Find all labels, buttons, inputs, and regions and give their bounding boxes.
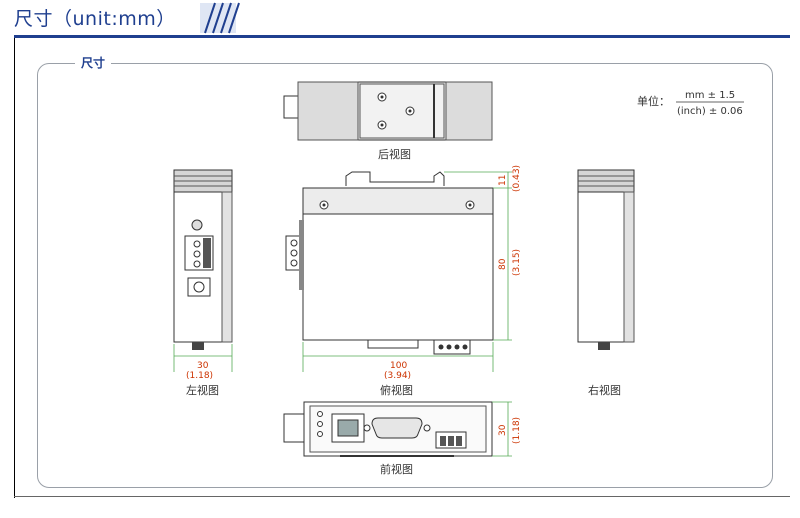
- top-view: 100 (3.94) 11 (0.43) 80 (3.15) 俯视图: [285, 165, 522, 397]
- left-view: 30 (1.18) 左视图: [173, 169, 233, 397]
- unit-legend: 单位： mm ± 1.5 (inch) ± 0.06: [637, 90, 744, 117]
- top-view-label: 俯视图: [380, 383, 413, 397]
- rail-height-in: (0.43): [512, 165, 522, 192]
- unit-label: 单位：: [637, 94, 670, 108]
- rail-height-mm: 11: [498, 175, 508, 186]
- top-height-in: (3.15): [512, 249, 522, 276]
- top-width-in: (3.94): [384, 371, 411, 381]
- page-bottom-border: [14, 496, 790, 497]
- panel-title: 尺寸: [75, 54, 112, 71]
- right-view-label: 右视图: [588, 383, 621, 397]
- rear-view: 后视图: [283, 81, 493, 161]
- front-view: 30 (1.18) 前视图: [283, 401, 522, 476]
- header-stripes: [200, 2, 240, 34]
- top-height-mm: 80: [498, 258, 508, 270]
- front-height-mm: 30: [498, 424, 508, 436]
- unit-mm: mm ± 1.5: [685, 90, 735, 101]
- left-view-label: 左视图: [186, 383, 219, 397]
- header-bar: [14, 35, 790, 38]
- top-width-mm: 100: [390, 361, 407, 371]
- front-height-in: (1.18): [512, 417, 522, 444]
- right-view: 右视图: [577, 169, 635, 397]
- page-left-border: [14, 38, 15, 498]
- page-header-title: 尺寸（unit:mm）: [14, 8, 176, 30]
- unit-inch: (inch) ± 0.06: [677, 106, 743, 117]
- dimension-panel: [37, 63, 773, 488]
- rear-view-label: 后视图: [378, 147, 411, 161]
- front-view-label: 前视图: [380, 462, 413, 476]
- left-width-in: (1.18): [186, 371, 213, 381]
- left-width-mm: 30: [197, 361, 209, 371]
